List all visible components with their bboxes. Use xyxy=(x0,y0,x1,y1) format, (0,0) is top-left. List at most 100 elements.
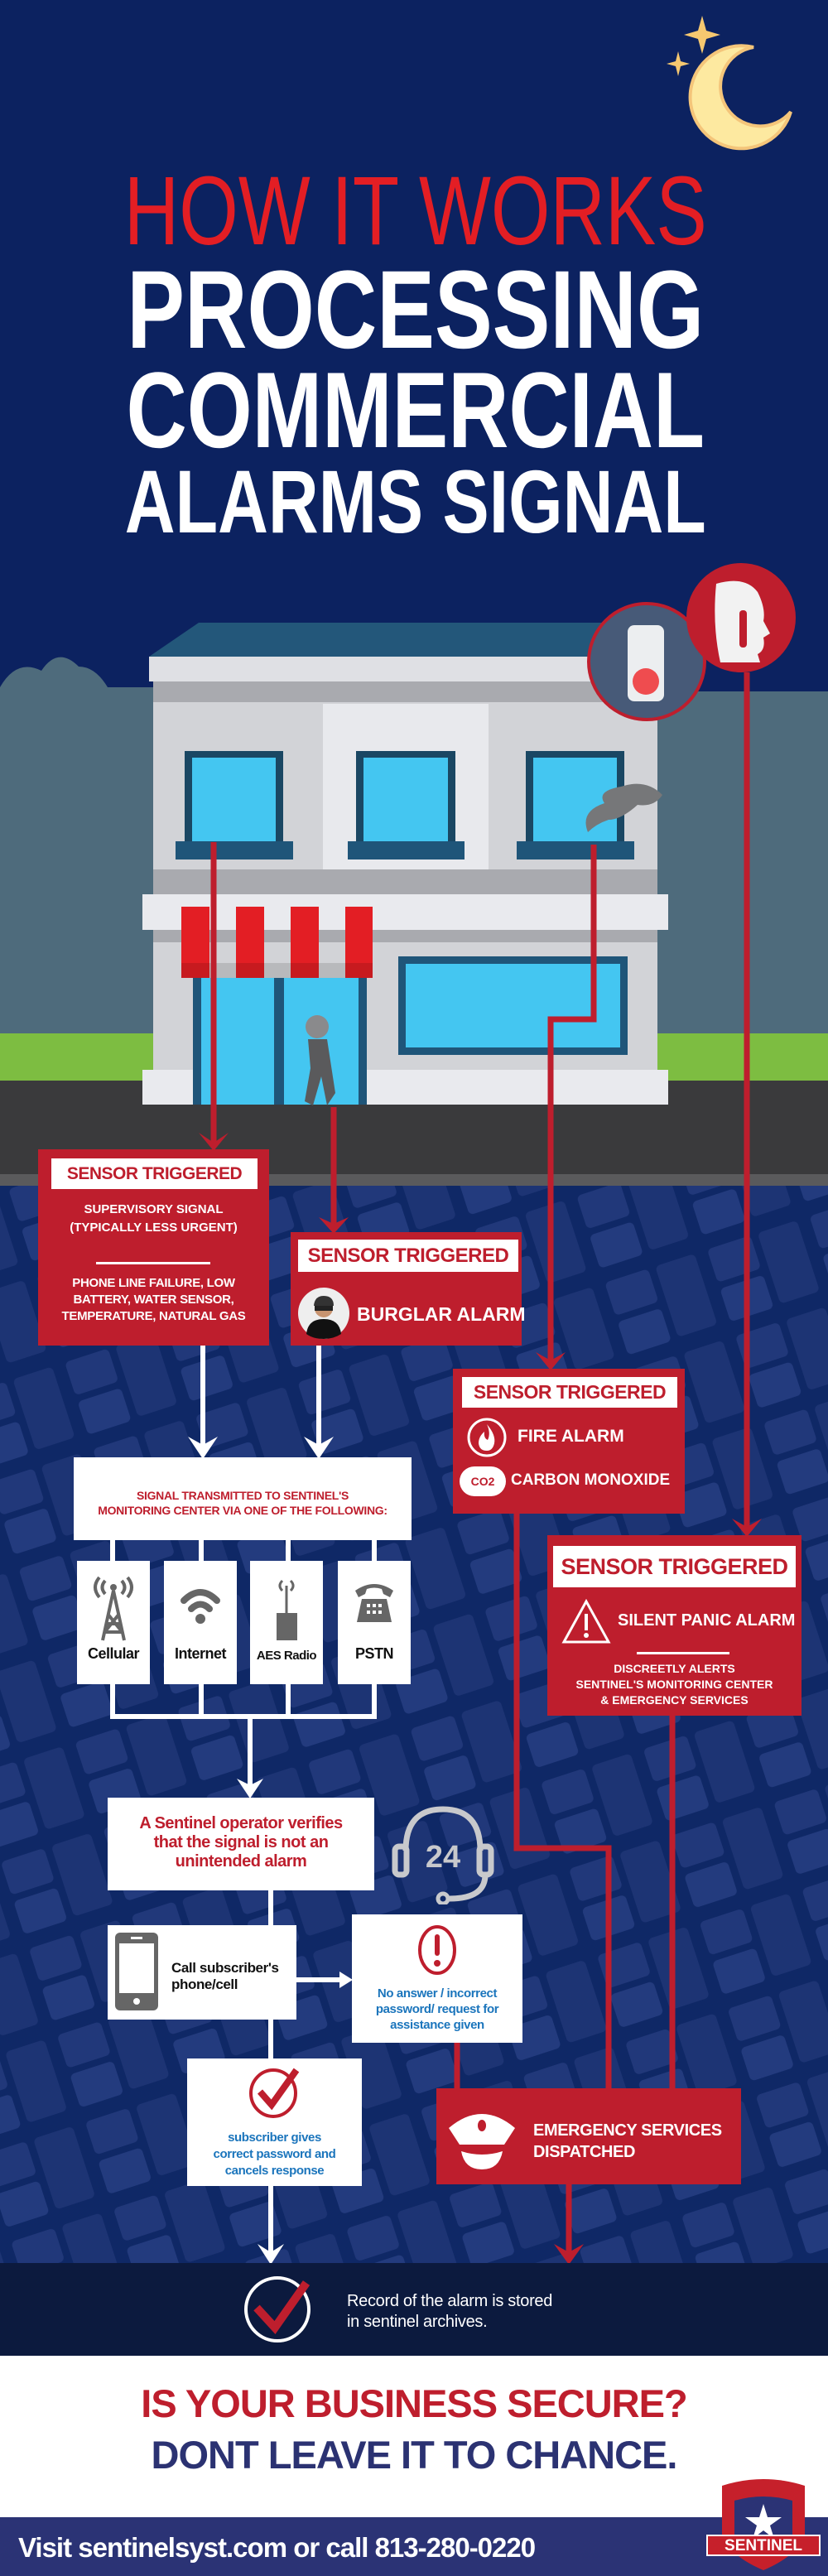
silent-panic-label: SILENT PANIC ALARM xyxy=(618,1611,796,1630)
panic-details: DISCREETLY ALERTS SENTINEL'S MONITORING … xyxy=(547,1661,802,1708)
cancel-line: subscriber gives xyxy=(228,2131,321,2145)
svg-text:SENTINEL: SENTINEL xyxy=(724,2537,802,2554)
emergency-line: DISPATCHED xyxy=(533,2143,636,2161)
record-line: in sentinel archives. xyxy=(347,2313,488,2331)
title-line-alarms-signal: ALARMS SIGNAL xyxy=(124,451,706,551)
record-text: Record of the alarm is stored in sentine… xyxy=(347,2291,552,2333)
method-cellular: Cellular xyxy=(77,1561,150,1684)
method-label: AES Radio xyxy=(256,1649,317,1663)
building-scene xyxy=(0,623,828,1186)
fire-alarm-label: FIRE ALARM xyxy=(518,1427,624,1446)
title-line-processing: PROCESSING xyxy=(127,248,705,372)
method-aes-radio: AES Radio xyxy=(250,1561,323,1684)
sensor-triggered-header: SENSOR TRIGGERED xyxy=(298,1240,518,1272)
footer-contact-link[interactable]: Visit sentinelsyst.com or call 813-280-0… xyxy=(18,2532,536,2563)
fire-co-box: SENSOR TRIGGERED FIRE ALARM CO2 CARBON M… xyxy=(453,1369,685,1514)
call-line: Call subscriber's xyxy=(171,1960,279,1976)
detail-line: PHONE LINE FAILURE, LOW xyxy=(72,1276,235,1290)
smartphone-icon xyxy=(115,1933,158,2010)
cancel-line: cancels response xyxy=(224,2164,325,2178)
method-label: Internet xyxy=(174,1645,227,1662)
burglar-alarm-label: BURGLAR ALARM xyxy=(357,1303,526,1325)
star-icon xyxy=(667,51,690,76)
footer: Visit sentinelsyst.com or call 813-280-0… xyxy=(0,2517,828,2576)
supervisory-signal-box: SENSOR TRIGGERED SUPERVISORY SIGNAL (TYP… xyxy=(38,1149,269,1346)
emergency-dispatched-box: EMERGENCY SERVICES DISPATCHED xyxy=(436,2088,741,2184)
record-band: Record of the alarm is stored in sentine… xyxy=(0,2263,828,2356)
detail-line: SENTINEL'S MONITORING CENTER xyxy=(575,1678,773,1691)
cancel-line: correct password and xyxy=(213,2147,336,2161)
signal-transmitted-box: SIGNAL TRANSMITTED TO SENTINEL'S MONITOR… xyxy=(74,1457,412,1540)
upper-windows xyxy=(176,751,634,859)
no-answer-line: assistance given xyxy=(390,2018,484,2032)
burglar-alarm-box: SENSOR TRIGGERED BURGLAR ALARM xyxy=(291,1232,526,1346)
divider xyxy=(96,1262,210,1264)
divider xyxy=(637,1652,729,1654)
call-subscriber-box: Call subscriber's phone/cell xyxy=(108,1925,296,2020)
radio-transmitter-icon xyxy=(277,1579,297,1640)
cta-tagline: DONT LEAVE IT TO CHANCE. xyxy=(151,2433,678,2477)
record-line: Record of the alarm is stored xyxy=(347,2292,553,2310)
detail-line: TEMPERATURE, NATURAL GAS xyxy=(61,1309,246,1323)
detail-line: DISCREETLY ALERTS xyxy=(614,1662,735,1675)
cta-section: IS YOUR BUSINESS SECURE? DONT LEAVE IT T… xyxy=(0,2356,828,2517)
method-label: Cellular xyxy=(87,1645,140,1662)
ledge xyxy=(142,894,668,930)
supervisory-title: SUPERVISORY SIGNAL (TYPICALLY LESS URGEN… xyxy=(38,1201,269,1237)
operator-verifies-box: A Sentinel operator verifies that the si… xyxy=(108,1798,374,1890)
cell-tower-icon xyxy=(94,1576,133,1641)
call-line: phone/cell xyxy=(171,1977,238,1992)
awning xyxy=(181,907,373,978)
supervisory-details: PHONE LINE FAILURE, LOW BATTERY, WATER S… xyxy=(38,1275,269,1325)
fire-icon xyxy=(467,1418,507,1457)
signal-line: SIGNAL TRANSMITTED TO SENTINEL'S xyxy=(136,1489,349,1502)
carbon-monoxide-label: CARBON MONOXIDE xyxy=(511,1471,671,1489)
method-internet: Internet xyxy=(164,1561,237,1684)
trees xyxy=(0,657,157,1043)
police-cap-icon xyxy=(449,2114,515,2169)
supervisory-line: SUPERVISORY SIGNAL xyxy=(84,1202,224,1216)
title-how-it-works: HOW IT WORKS xyxy=(123,156,707,266)
silent-panic-box: SENSOR TRIGGERED SILENT PANIC ALARM DISC… xyxy=(547,1535,802,1716)
smoke xyxy=(585,783,662,832)
headset-24-text: 24 xyxy=(426,1840,460,1875)
method-label: PSTN xyxy=(354,1645,394,1662)
warning-icon xyxy=(561,1599,611,1644)
emergency-text: EMERGENCY SERVICES DISPATCHED xyxy=(533,2120,722,2163)
sentinel-logo: SENTINEL xyxy=(706,2479,821,2570)
operator-line: that the signal is not an xyxy=(153,1833,329,1851)
operator-line: unintended alarm xyxy=(175,1852,307,1871)
call-subscriber-text: Call subscriber's phone/cell xyxy=(171,1960,279,1993)
no-answer-line: No answer / incorrect xyxy=(377,1986,498,2001)
record-checkmark-icon xyxy=(244,2276,310,2342)
trees xyxy=(654,691,828,1043)
telephone-icon xyxy=(355,1584,393,1622)
method-pstn: PSTN xyxy=(338,1561,411,1684)
burglar-figure xyxy=(305,1015,335,1105)
moon-icon xyxy=(667,16,792,151)
operator-line: A Sentinel operator verifies xyxy=(139,1814,343,1832)
title-line-commercial: COMMERCIAL xyxy=(126,349,705,470)
subscriber-cancels-box: subscriber gives correct password and ca… xyxy=(187,2058,362,2186)
sensor-triggered-header: SENSOR TRIGGERED xyxy=(462,1377,677,1408)
headset-24-icon: 24 xyxy=(392,1806,494,1904)
co2-cloud-icon: CO2 xyxy=(460,1466,506,1496)
supervisory-line: (TYPICALLY LESS URGENT) xyxy=(70,1221,238,1235)
emergency-line: EMERGENCY SERVICES xyxy=(533,2121,722,2140)
detail-line: & EMERGENCY SERVICES xyxy=(600,1693,749,1707)
detail-line: BATTERY, WATER SENSOR, xyxy=(73,1293,234,1307)
burglar-icon xyxy=(298,1288,349,1339)
city-map-background xyxy=(0,1185,828,2263)
sensor-icons xyxy=(587,563,796,721)
cta-question: IS YOUR BUSINESS SECURE? xyxy=(141,2381,687,2425)
checkmark-circle-icon xyxy=(249,2068,300,2118)
roof xyxy=(149,623,657,657)
no-answer-box: No answer / incorrect password/ request … xyxy=(352,1914,522,2043)
signal-line: MONITORING CENTER VIA ONE OF THE FOLLOWI… xyxy=(98,1504,388,1517)
exclamation-icon xyxy=(418,1925,456,1975)
sensor-triggered-header: SENSOR TRIGGERED xyxy=(553,1546,796,1587)
sensor-triggered-header: SENSOR TRIGGERED xyxy=(51,1158,258,1189)
